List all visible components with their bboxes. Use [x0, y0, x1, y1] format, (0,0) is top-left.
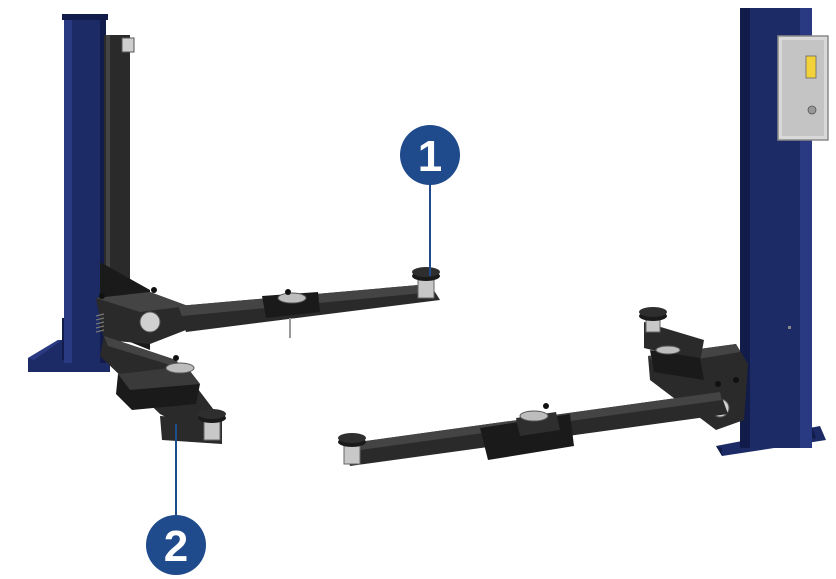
- callout-1-marker: [400, 125, 460, 185]
- callout-2: 2: [146, 424, 206, 575]
- left-column: [28, 14, 135, 372]
- control-box: [777, 35, 829, 141]
- right-arm-assembly: [338, 307, 748, 466]
- callout-2-number: 2: [164, 522, 188, 571]
- control-box-switch: [807, 105, 817, 115]
- lift-pad-1: [412, 267, 440, 299]
- control-box-label: [805, 55, 817, 79]
- right-column: [716, 8, 829, 456]
- callout-2-marker: [146, 515, 206, 575]
- callout-1-number: 1: [418, 132, 442, 181]
- lift-pad-4: [338, 433, 366, 465]
- lift-pad-2: [198, 409, 226, 441]
- lift-pad-3: [639, 307, 667, 333]
- callout-1: 1: [400, 125, 460, 276]
- left-arm-assembly: [95, 262, 440, 444]
